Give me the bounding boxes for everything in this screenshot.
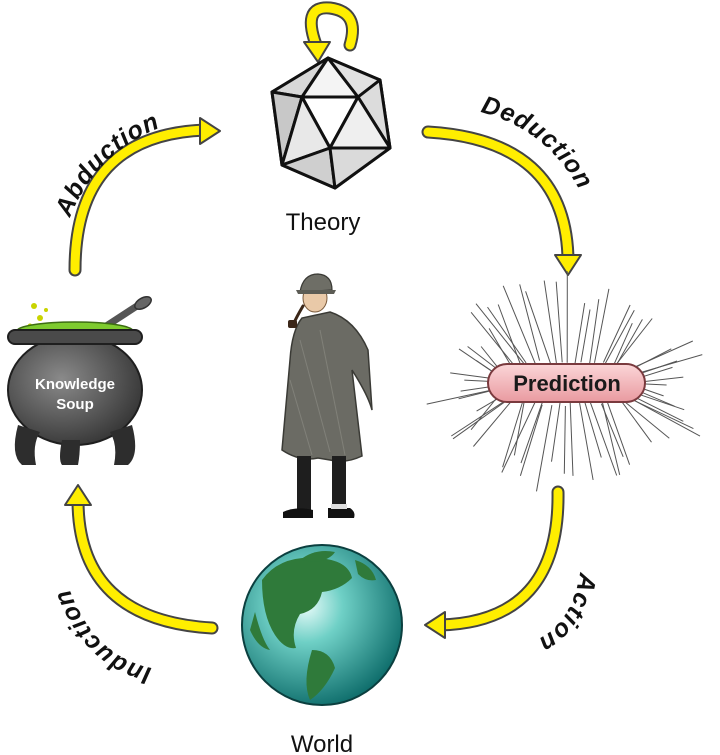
starburst-ray <box>519 404 543 476</box>
starburst-ray <box>536 405 553 492</box>
starburst-ray <box>612 322 633 368</box>
starburst-ray <box>551 402 561 462</box>
prediction-node: Prediction <box>487 363 646 403</box>
abduction-label: Abduction <box>49 107 163 221</box>
knowledge-soup-label-line2: Soup <box>56 396 94 413</box>
starburst-ray <box>470 311 519 371</box>
starburst-ray <box>502 398 525 468</box>
theory-self-loop-arrow <box>303 1 359 63</box>
starburst-ray <box>579 403 594 480</box>
starburst-ray <box>618 396 670 439</box>
starburst-ray <box>594 288 610 363</box>
starburst-ray <box>612 319 643 372</box>
starburst-ray <box>574 303 586 365</box>
starburst-ray <box>642 376 684 383</box>
deduction-arrow <box>421 125 582 276</box>
starburst-ray <box>584 401 602 458</box>
starburst-ray <box>502 285 536 364</box>
detective-figure <box>281 273 373 518</box>
cauldron-icon <box>7 296 152 465</box>
starburst-ray <box>520 399 544 464</box>
starburst-ray <box>487 306 527 364</box>
starburst-ray <box>473 398 514 447</box>
starburst-ray <box>605 398 631 465</box>
starburst-ray <box>497 304 523 369</box>
starburst-ray <box>426 388 497 405</box>
theory-label: Theory <box>286 209 361 236</box>
knowledge-soup-label-line1: Knowledge <box>35 376 115 393</box>
action-label: Action <box>534 570 602 659</box>
starburst-ray <box>602 304 631 363</box>
globe-icon <box>241 544 403 706</box>
starburst-ray <box>569 402 574 476</box>
starburst-ray <box>513 402 525 456</box>
starburst-ray <box>600 403 624 457</box>
starburst-ray <box>602 310 635 368</box>
starburst-ray <box>589 401 618 476</box>
starburst-ray <box>580 309 591 363</box>
action-arrow <box>424 485 565 639</box>
icosahedron-icon <box>270 56 392 190</box>
starburst-ray <box>519 284 541 361</box>
starburst-icon <box>426 271 703 492</box>
world-label: World <box>291 731 353 755</box>
starburst-ray <box>589 299 600 364</box>
abduction-arrow <box>68 117 221 277</box>
induction-label: Induction <box>48 585 153 689</box>
starburst-ray <box>475 303 527 367</box>
starburst-ray <box>563 405 566 474</box>
starburst-ray <box>620 399 652 443</box>
starburst-ray <box>555 281 563 363</box>
starburst-ray <box>451 396 511 437</box>
induction-arrow <box>64 484 219 635</box>
starburst-ray <box>525 291 552 366</box>
prediction-label: Prediction <box>513 371 621 396</box>
starburst-ray <box>501 400 537 473</box>
starburst-ray <box>543 280 557 363</box>
